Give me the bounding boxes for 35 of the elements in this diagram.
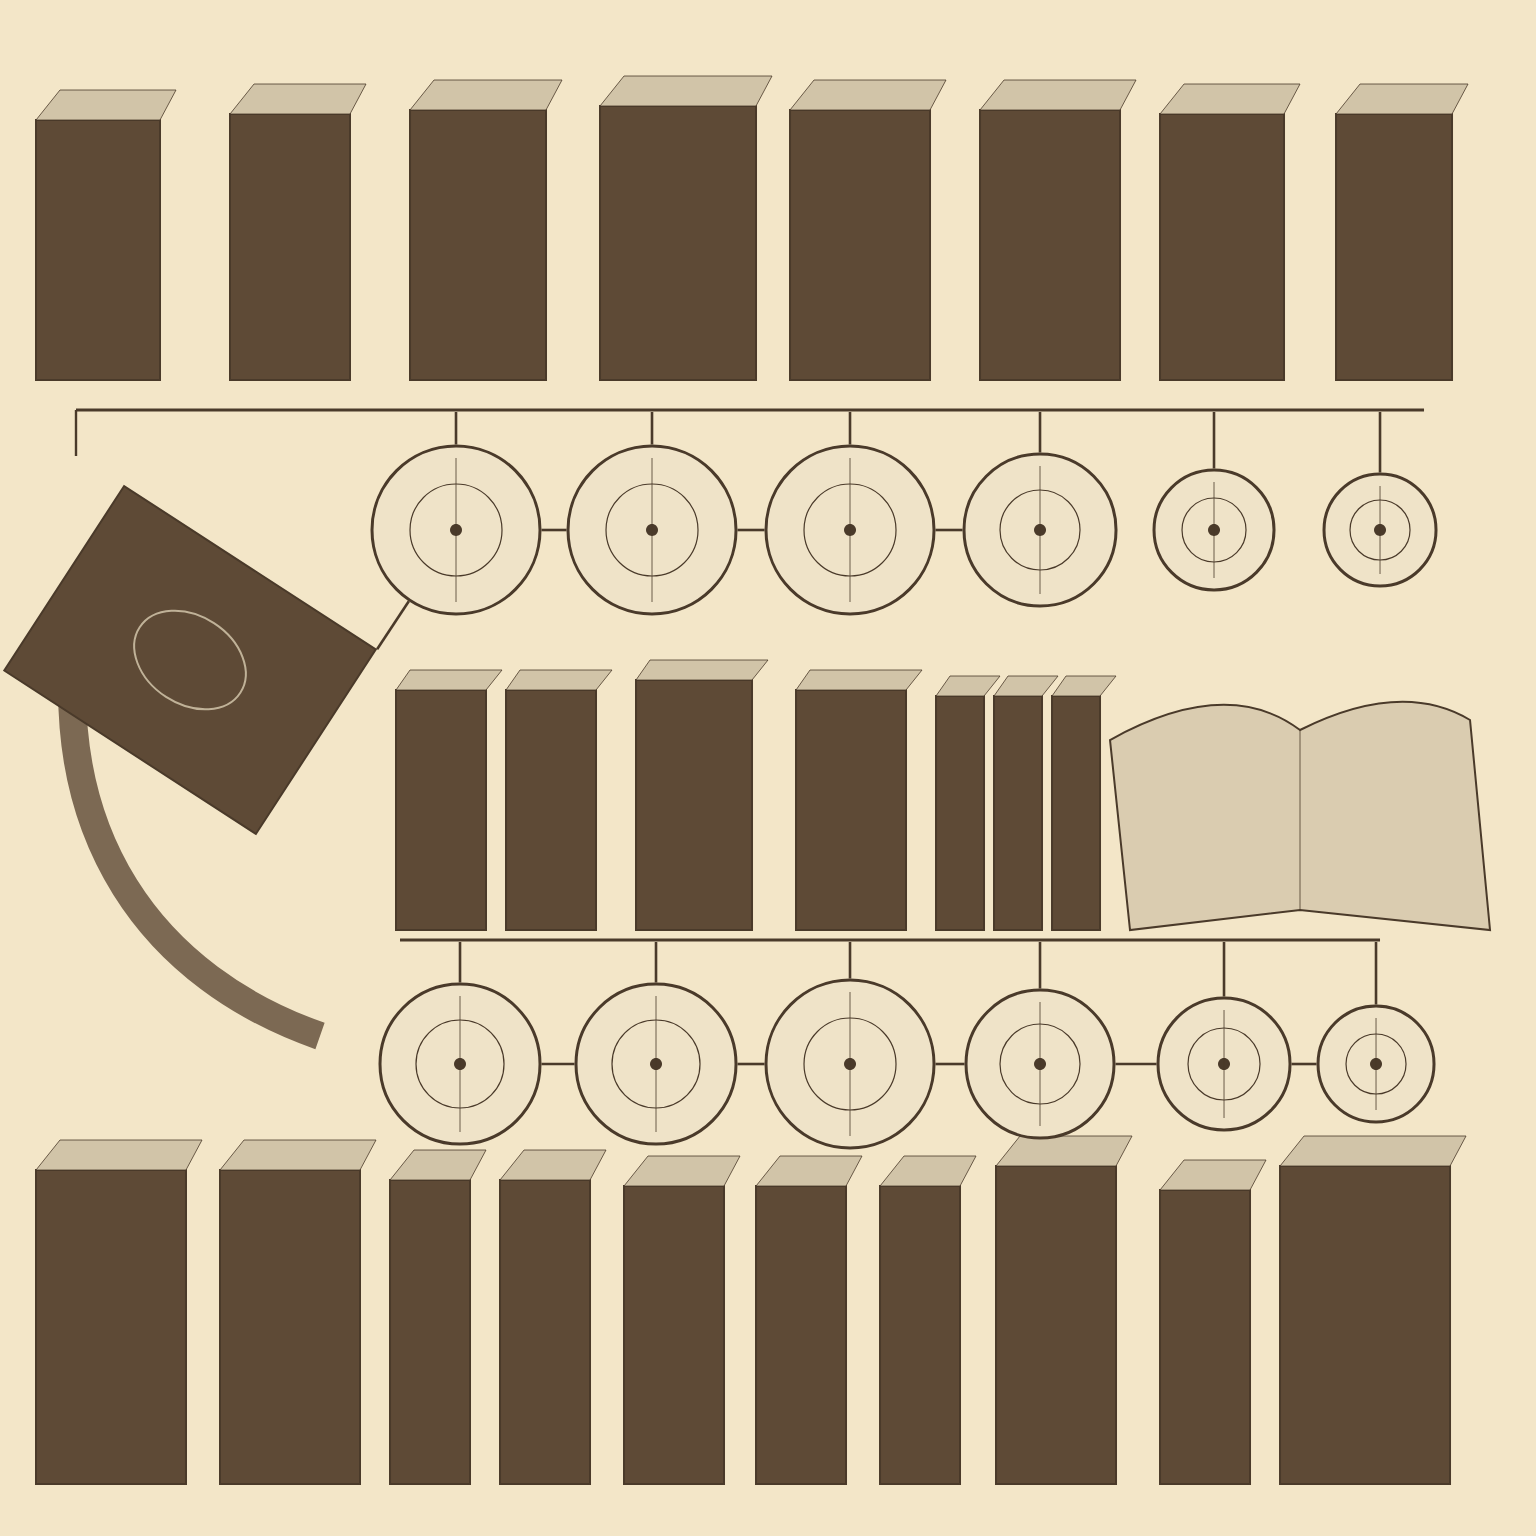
- connector-line: [1291, 1062, 1317, 1066]
- connector-line: [848, 412, 852, 445]
- connector-line: [541, 1062, 575, 1066]
- clock-dial: [370, 444, 542, 616]
- connector-line: [454, 412, 458, 445]
- clock-dial: [378, 982, 542, 1146]
- connector-line: [1038, 942, 1042, 989]
- clock-dial: [962, 452, 1118, 608]
- connector-line: [935, 528, 963, 532]
- clock-dial: [964, 988, 1116, 1140]
- connector-line: [1212, 412, 1216, 469]
- connector-line: [1115, 1062, 1157, 1066]
- connector-line: [458, 942, 462, 983]
- clock-dial: [1152, 468, 1276, 592]
- connector-line: [376, 600, 410, 650]
- timeline-rail: [400, 938, 1380, 942]
- connector-line: [650, 412, 654, 445]
- connector-line: [654, 942, 658, 983]
- connector-line: [541, 528, 567, 532]
- clock-dial: [574, 982, 738, 1146]
- connector-line: [1378, 412, 1382, 473]
- connector-line: [737, 528, 765, 532]
- clock-dial: [1156, 996, 1292, 1132]
- connector-line: [737, 1062, 765, 1066]
- clock-dial: [764, 444, 936, 616]
- connector-line: [1038, 412, 1042, 453]
- connector-line: [1374, 942, 1378, 1005]
- clock-dial: [764, 978, 936, 1150]
- clock-dial: [1316, 1004, 1436, 1124]
- clock-dial: [1322, 472, 1438, 588]
- timeline-rail: [74, 408, 1424, 456]
- connector-line: [848, 942, 852, 979]
- clock-dial: [566, 444, 738, 616]
- connector-line: [1222, 942, 1226, 997]
- connector-line: [935, 1062, 965, 1066]
